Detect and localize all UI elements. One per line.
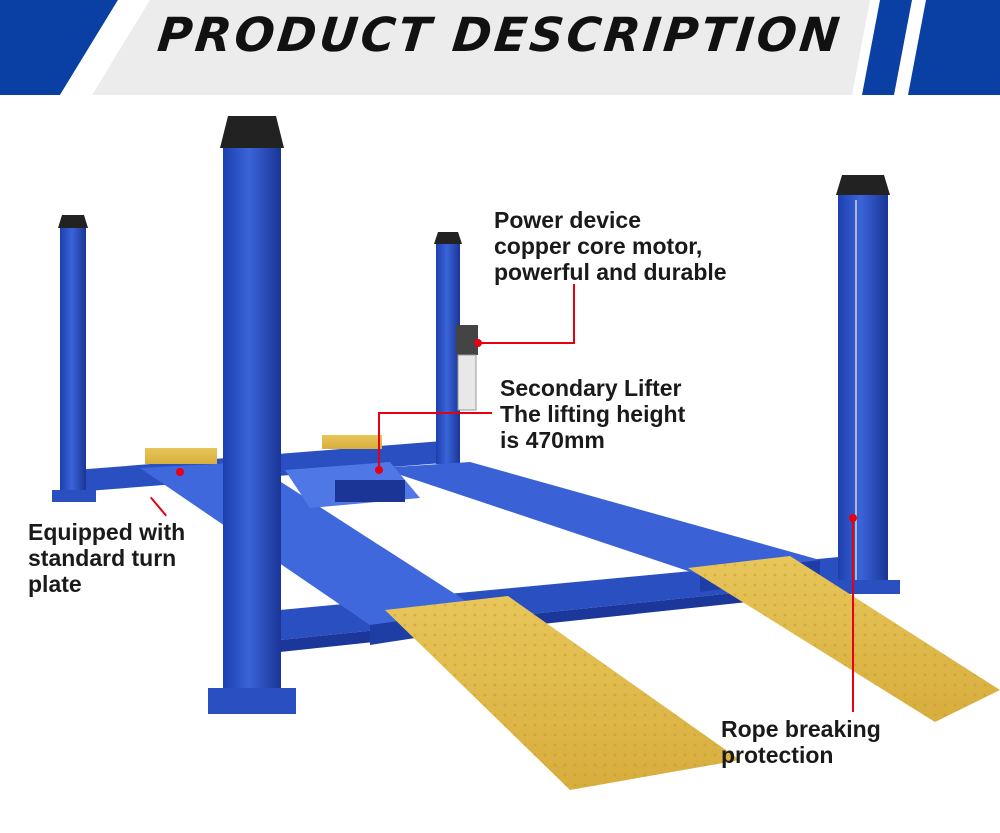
- leader-line-power: [573, 284, 575, 344]
- four-post-lift-illustration: [52, 116, 1000, 790]
- page-title: PRODUCT DESCRIPTION: [155, 8, 845, 63]
- power-unit: [456, 325, 478, 411]
- callout-line: Equipped with: [28, 519, 186, 545]
- callout-line: Rope breaking: [721, 716, 881, 742]
- front-left-post: [208, 116, 296, 714]
- left-stripe: [0, 0, 118, 95]
- header-banner: PRODUCT DESCRIPTION: [0, 0, 1000, 95]
- turn-plate-right: [322, 435, 382, 449]
- callout-line: protection: [721, 742, 834, 768]
- callout-line: powerful and durable: [494, 259, 727, 285]
- leader-dot-turnplate: [176, 468, 184, 476]
- callout-line: copper core motor,: [494, 233, 703, 259]
- callout-line: standard turn: [28, 545, 177, 571]
- front-right-post: [826, 175, 900, 594]
- header-decor: [0, 0, 1000, 95]
- callout-turn-plate: Equipped with standard turn plate: [28, 519, 185, 597]
- callout-line: Power device: [494, 207, 642, 233]
- product-image: [0, 95, 1000, 828]
- callout-line: The lifting height: [500, 401, 686, 427]
- leader-line-secondary: [380, 412, 492, 414]
- callout-power-device: Power device copper core motor, powerful…: [494, 207, 727, 285]
- title-plate: [92, 0, 870, 95]
- leader-line-power: [478, 342, 575, 344]
- ramp-left: [385, 596, 740, 790]
- right-stripe-outer: [908, 0, 1000, 95]
- secondary-lifter: [285, 462, 420, 508]
- callout-line: is 470mm: [500, 427, 605, 453]
- leader-dot-power: [474, 339, 482, 347]
- leader-dot-rope: [849, 514, 857, 522]
- callout-secondary-lifter: Secondary Lifter The lifting height is 4…: [500, 375, 685, 453]
- right-stripe-inner: [862, 0, 912, 95]
- callout-rope-breaking: Rope breaking protection: [721, 716, 881, 768]
- leader-dot-secondary: [375, 466, 383, 474]
- callout-line: plate: [28, 571, 82, 597]
- leader-line-rope: [852, 520, 854, 712]
- callout-line: Secondary Lifter: [500, 375, 682, 401]
- leader-line-secondary: [378, 412, 380, 470]
- ramp-right: [688, 556, 1000, 722]
- back-left-post: [52, 215, 96, 502]
- turn-plate-left: [145, 448, 217, 464]
